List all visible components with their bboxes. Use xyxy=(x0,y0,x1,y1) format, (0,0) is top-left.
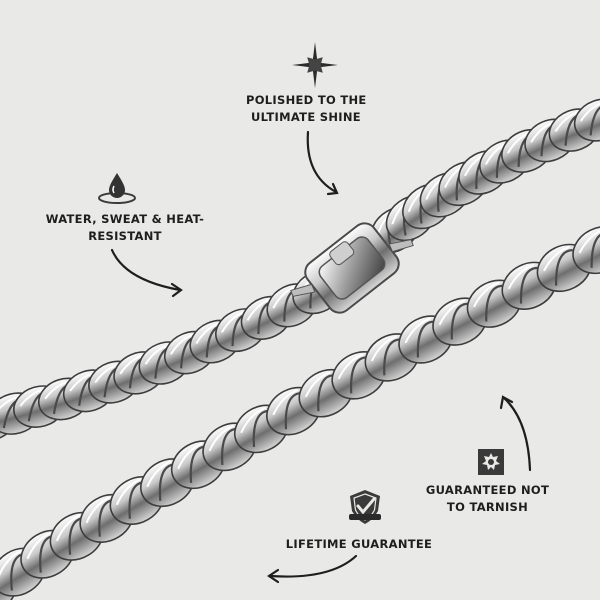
feature-label-water: WATER, SWEAT & HEAT- RESISTANT xyxy=(30,211,220,245)
label-line: TO TARNISH xyxy=(446,500,529,514)
arrow-water xyxy=(110,248,183,298)
arrow-lifetime xyxy=(267,554,358,584)
label-line: POLISHED TO THE xyxy=(246,93,367,107)
feature-label-tarnish: GUARANTEED NOT TO TARNISH xyxy=(420,482,555,516)
shield-badge-icon xyxy=(478,449,504,475)
feature-label-lifetime: LIFETIME GUARANTEE xyxy=(284,536,434,553)
sparkle-icon xyxy=(292,42,338,88)
arrow-polished xyxy=(306,130,339,196)
label-line: RESISTANT xyxy=(88,229,162,243)
label-line: ULTIMATE SHINE xyxy=(251,110,361,124)
box-clasp xyxy=(290,222,414,314)
chain-lower-strand xyxy=(0,269,344,442)
feature-label-polished: POLISHED TO THE ULTIMATE SHINE xyxy=(246,92,366,126)
label-line: GUARANTEED NOT xyxy=(425,483,550,497)
label-line: LIFETIME GUARANTEE xyxy=(285,537,433,551)
chain-upper-strand xyxy=(370,98,600,254)
chain-link xyxy=(572,225,600,275)
chain-right-strand xyxy=(0,225,600,600)
label-line: WATER, SWEAT & HEAT- xyxy=(45,212,205,226)
arrow-tarnish xyxy=(499,395,532,472)
check-shield-icon xyxy=(349,490,381,524)
chain-link xyxy=(573,98,600,142)
water-drop-icon xyxy=(98,173,136,204)
